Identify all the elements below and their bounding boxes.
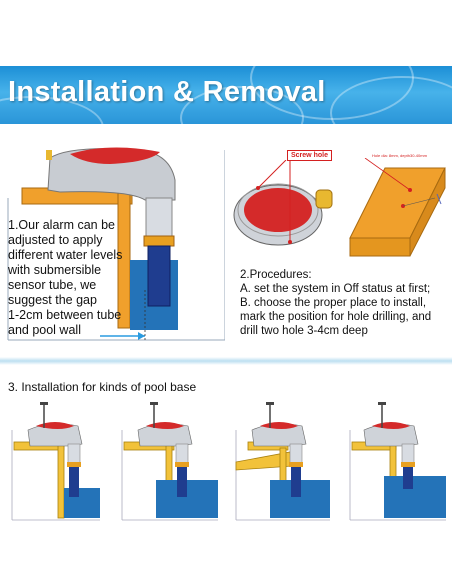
sensor-tube-lower [147, 245, 171, 307]
tube-collar [143, 235, 175, 247]
banner-title: Installation & Removal [8, 76, 326, 108]
step1-line: sensor tube, we [8, 278, 97, 292]
step1-line: 1.Our alarm can be [8, 218, 115, 232]
step2-line: 2.Procedures: [240, 269, 312, 281]
step1-line: 1-2cm between tube [8, 308, 122, 322]
sensor-tube-upper [145, 197, 173, 239]
screw-hole-label: Screw hole [287, 150, 332, 161]
title-banner: Installation & Removal [0, 66, 452, 124]
gap-arrowhead [138, 332, 145, 340]
alarm-housing [47, 148, 176, 201]
step1-line: adjusted to apply [8, 233, 103, 247]
step1-diagram [7, 147, 225, 341]
step1-line: different water levels [8, 248, 123, 262]
step2-line: drill two hole 3-4cm deep [240, 325, 368, 337]
step2-text: 2.Procedures: A. set the system in Off s… [240, 268, 450, 338]
variant-2 [121, 402, 218, 521]
variant-3 [235, 402, 330, 521]
step1-line: with submersible [8, 263, 102, 277]
step3-title: 3. Installation for kinds of pool base [8, 380, 197, 394]
step1-line: suggest the gap [8, 293, 97, 307]
variant-4 [349, 402, 446, 521]
pool-base-variants [11, 402, 446, 521]
variant-1 [11, 402, 100, 521]
step1-line: and pool wall [8, 323, 81, 337]
step1-text: 1.Our alarm can be adjusted to apply dif… [8, 218, 148, 338]
alarm-red-cap [70, 147, 160, 164]
screw-hole-diagram [233, 160, 333, 246]
alarm-latch [46, 150, 52, 160]
section-separator [0, 357, 452, 365]
step2-line: A. set the system in Off status at first… [240, 283, 431, 295]
hole-spec-label: Hole dia: 8mm, depth30-40mm [372, 153, 427, 158]
step2-line: mark the position for hole drilling, and [240, 311, 432, 323]
drill-block-diagram [349, 158, 446, 257]
step2-line: B. choose the proper place to install, [240, 297, 427, 309]
